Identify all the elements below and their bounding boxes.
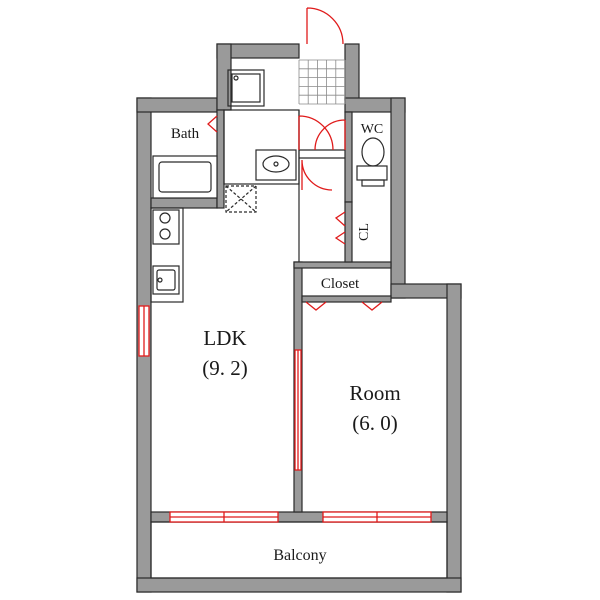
ldk-size-label: (9. 2) (202, 356, 248, 380)
closet-top-wall (293, 261, 392, 269)
balcony-label: Balcony (273, 547, 326, 564)
room-size-label: (6. 0) (352, 411, 398, 435)
bathtub (152, 155, 218, 199)
corridor-door (301, 159, 333, 191)
room-label: Room (349, 381, 400, 405)
bath-partition (216, 109, 225, 209)
cl-door (334, 211, 346, 245)
bath-label: Bath (171, 126, 200, 142)
entrance-door (306, 7, 344, 45)
utility-door (298, 115, 334, 151)
openings (138, 7, 432, 523)
east-upper-wall (390, 97, 406, 299)
bath-door (207, 115, 218, 133)
south-wall (136, 577, 462, 593)
closet-bottom-wall (301, 295, 392, 303)
cl-label: CL (357, 223, 372, 241)
cl-west-wall (344, 201, 353, 263)
wash-basin (255, 149, 297, 181)
stove (152, 209, 180, 245)
kitchen-counter (150, 207, 184, 303)
east-lower-wall (446, 283, 462, 593)
entrance-tiles (298, 59, 346, 105)
bath-north-wall (136, 97, 218, 113)
balcony-outline (150, 521, 448, 579)
closet-label: Closet (321, 276, 360, 292)
wc-label: WC (361, 122, 384, 137)
closet-door (305, 301, 383, 311)
toilet (356, 137, 388, 187)
shower-unit (227, 69, 265, 107)
top-wall-right (344, 43, 360, 101)
bath-south-wall (150, 197, 218, 209)
utility-west-wall (216, 43, 232, 111)
kitchen-sink (152, 265, 180, 295)
utility-room-outline (223, 109, 300, 185)
wc-west-wall (344, 111, 353, 203)
wc-door (314, 119, 346, 151)
washer-space (225, 185, 257, 213)
ldk-label: LDK (203, 326, 246, 350)
